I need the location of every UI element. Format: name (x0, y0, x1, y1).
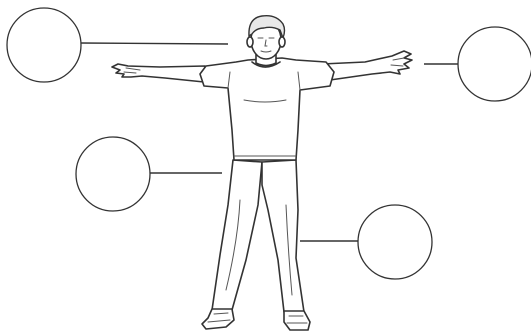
label-circle-waist[interactable] (76, 137, 150, 211)
label-right-hand-group (424, 27, 531, 101)
right-ear (279, 37, 285, 47)
right-leg (262, 160, 304, 312)
right-shoe (284, 311, 310, 330)
leader-line-head (80, 43, 228, 44)
left-arm (112, 64, 205, 82)
label-waist-group (76, 137, 222, 211)
left-ear (247, 37, 253, 47)
left-shoe (202, 309, 234, 329)
label-circle-leg[interactable] (358, 205, 432, 279)
label-leg-group (300, 205, 432, 279)
label-circle-head[interactable] (7, 8, 81, 82)
label-circle-right-hand[interactable] (458, 27, 531, 101)
t-shirt (200, 58, 334, 160)
